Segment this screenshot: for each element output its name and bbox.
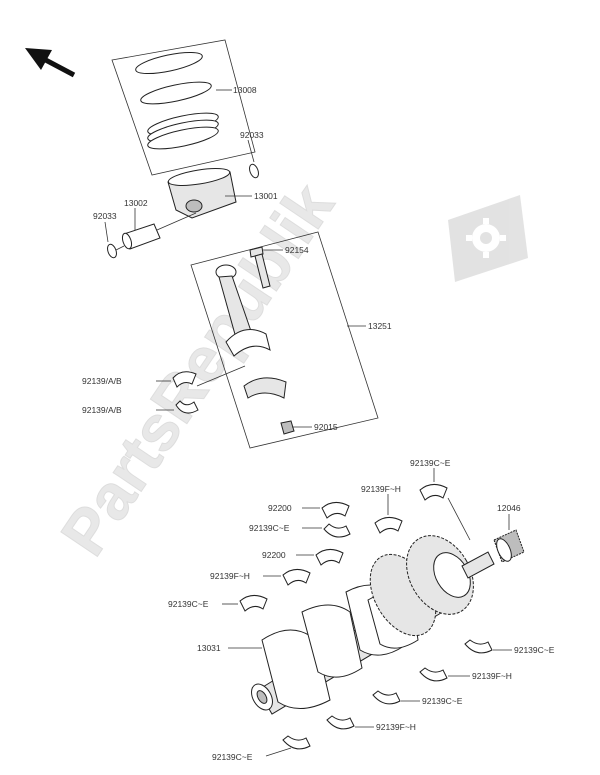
label-92139ab-lower: 92139/A/B xyxy=(82,405,122,415)
label-13008: 13008 xyxy=(233,85,257,95)
needle-bearing xyxy=(493,514,525,563)
label-92139ce-right: 92139C~E xyxy=(514,645,555,655)
label-92033-lower: 92033 xyxy=(93,211,117,221)
label-92139ce-mid: 92139C~E xyxy=(422,696,463,706)
crankshaft xyxy=(228,535,495,715)
label-92139ce-b: 92139C~E xyxy=(168,599,209,609)
piston-pin xyxy=(121,208,197,250)
label-92139ce-top: 92139C~E xyxy=(410,458,451,468)
label-92139fh-mid: 92139F~H xyxy=(376,722,416,732)
piston-ring-set xyxy=(111,39,256,176)
label-92033-upper: 92033 xyxy=(240,130,264,140)
label-92015: 92015 xyxy=(314,422,338,432)
conrod-bearing-lower xyxy=(156,365,246,414)
label-12046: 12046 xyxy=(497,503,521,513)
gear-flag-logo-icon xyxy=(448,195,528,282)
label-92200-upper: 92200 xyxy=(268,503,292,513)
label-13251: 13251 xyxy=(368,321,392,331)
crank-bearings-lower xyxy=(265,639,512,757)
label-92139fh-top: 92139F~H xyxy=(361,484,401,494)
piston xyxy=(167,168,252,219)
label-92139ce-a: 92139C~E xyxy=(249,523,290,533)
label-92139fh-a: 92139F~H xyxy=(210,571,250,581)
label-92200-lower: 92200 xyxy=(262,550,286,560)
label-13001: 13001 xyxy=(254,191,278,201)
arrow-up-left-icon xyxy=(25,48,76,78)
label-13031: 13031 xyxy=(197,643,221,653)
label-92139ce-bottom: 92139C~E xyxy=(212,752,253,762)
connecting-rod-assembly xyxy=(190,231,379,449)
label-92139fh-right: 92139F~H xyxy=(472,671,512,681)
label-13002: 13002 xyxy=(124,198,148,208)
crank-bearings-upper xyxy=(222,468,471,612)
label-92139ab-upper: 92139/A/B xyxy=(82,376,122,386)
circlip-upper xyxy=(247,139,259,179)
circlip-lower xyxy=(104,221,125,259)
label-92154: 92154 xyxy=(285,245,309,255)
conrod-bearing-upper xyxy=(156,371,197,388)
